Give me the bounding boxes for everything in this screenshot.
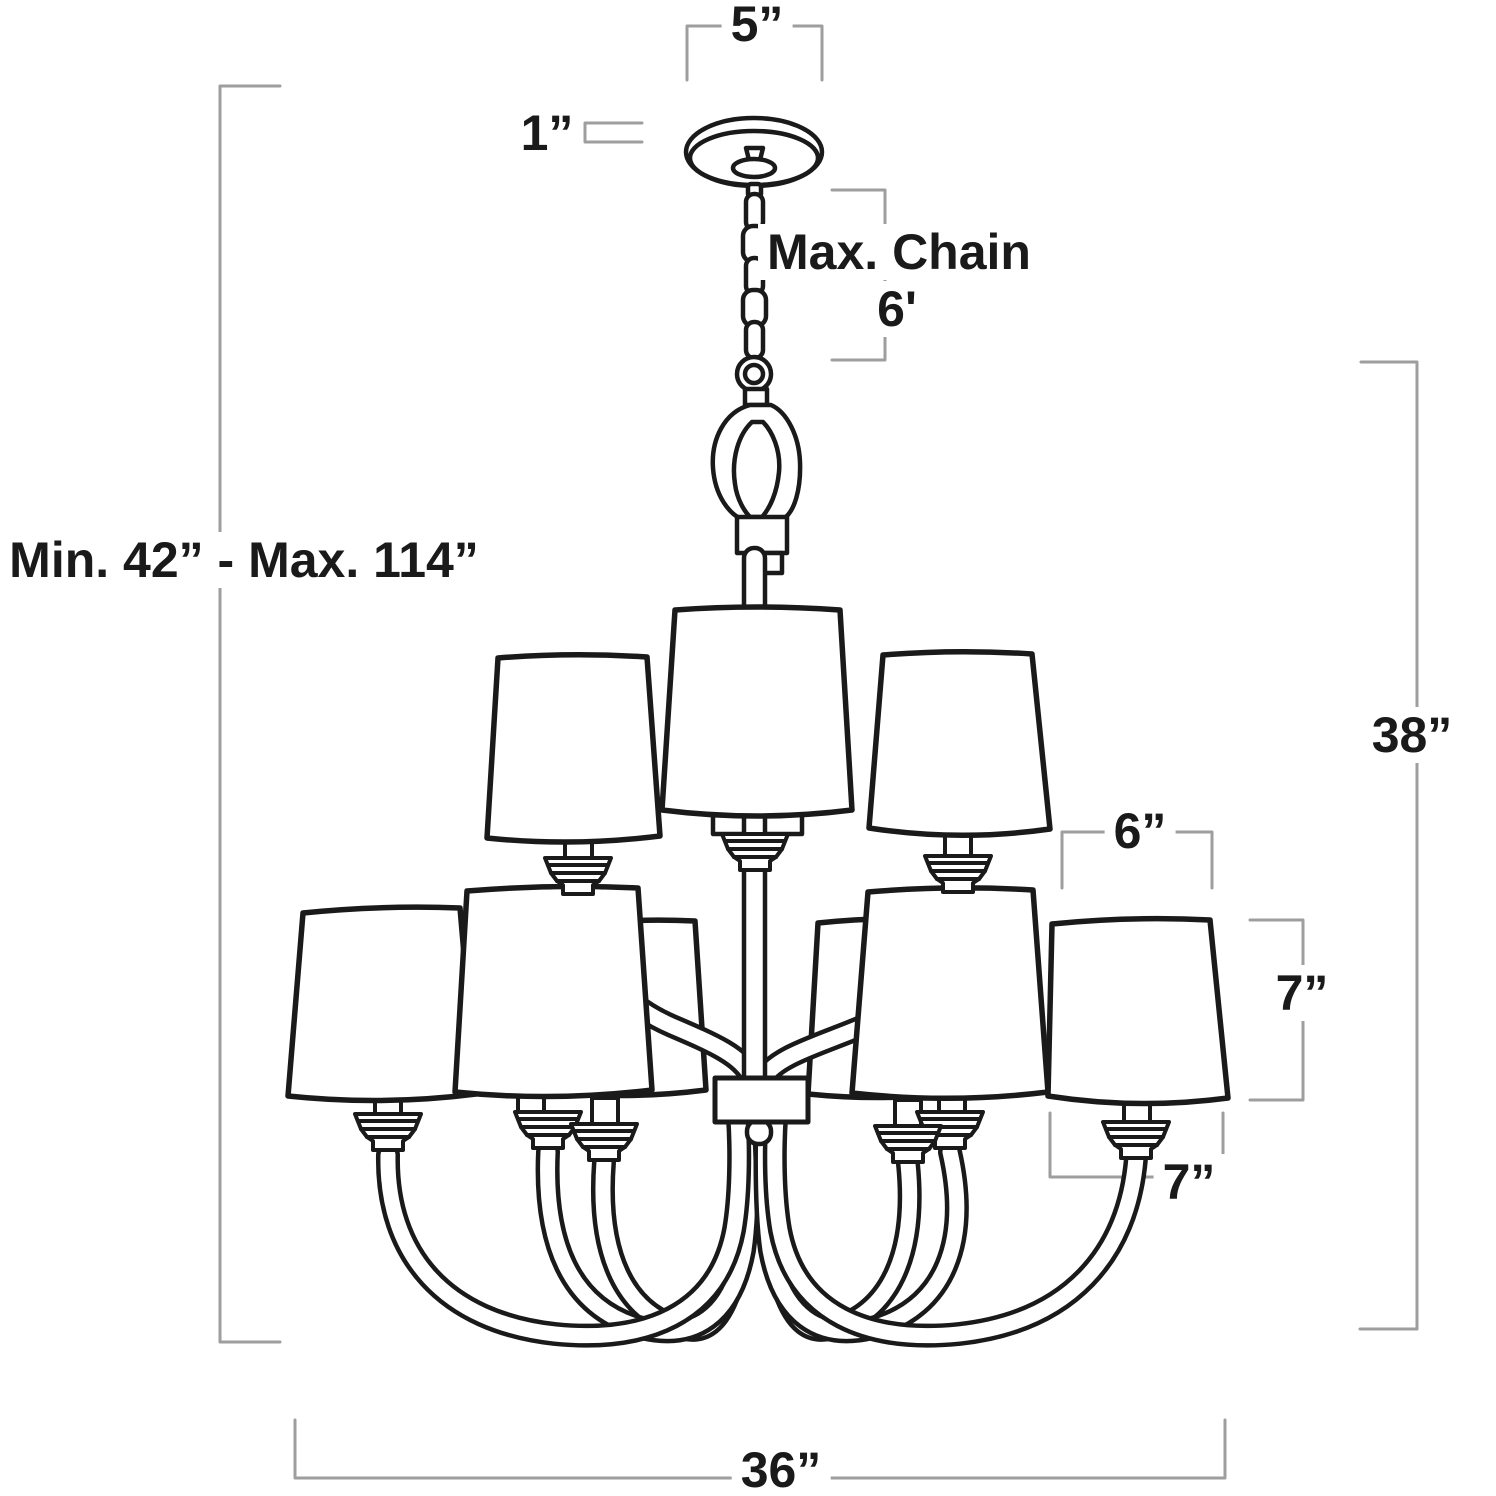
- label-shade-top-width: 6”: [1104, 803, 1176, 859]
- shade-lower-far-right: [1045, 915, 1231, 1107]
- label-shade-bottom-width: 7”: [1153, 1154, 1225, 1210]
- shade-upper-center: [659, 604, 855, 819]
- upper-shades: [484, 604, 1053, 845]
- shade-lower-left-center: [452, 883, 655, 1100]
- canopy: [683, 115, 825, 200]
- dim-canopy-height: [583, 121, 644, 144]
- shade-upper-right: [866, 648, 1053, 838]
- label-fixture-height: 38”: [1362, 707, 1462, 763]
- label-canopy-width: 5”: [721, 0, 793, 52]
- label-max-chain-value: 6': [868, 281, 926, 337]
- label-canopy-height: 1”: [511, 105, 583, 161]
- center-candle-cup: [720, 832, 790, 872]
- center-hub: [712, 1075, 811, 1147]
- lower-arms: [375, 1106, 1148, 1348]
- label-hanging-range: Min. 42” - Max. 114”: [0, 532, 488, 588]
- dim-hanging-range: [218, 84, 282, 1344]
- hanger-loop: [710, 354, 803, 576]
- lower-shades: [285, 883, 1231, 1107]
- label-fixture-width: 36”: [731, 1442, 831, 1496]
- shade-lower-far-left: [285, 904, 479, 1104]
- shade-lower-right-center: [849, 885, 1051, 1102]
- label-shade-height: 7”: [1266, 965, 1338, 1021]
- dim-fixture-height: [1358, 360, 1419, 1331]
- shade-upper-left: [484, 651, 663, 845]
- label-max-chain: Max. Chain: [758, 224, 1040, 280]
